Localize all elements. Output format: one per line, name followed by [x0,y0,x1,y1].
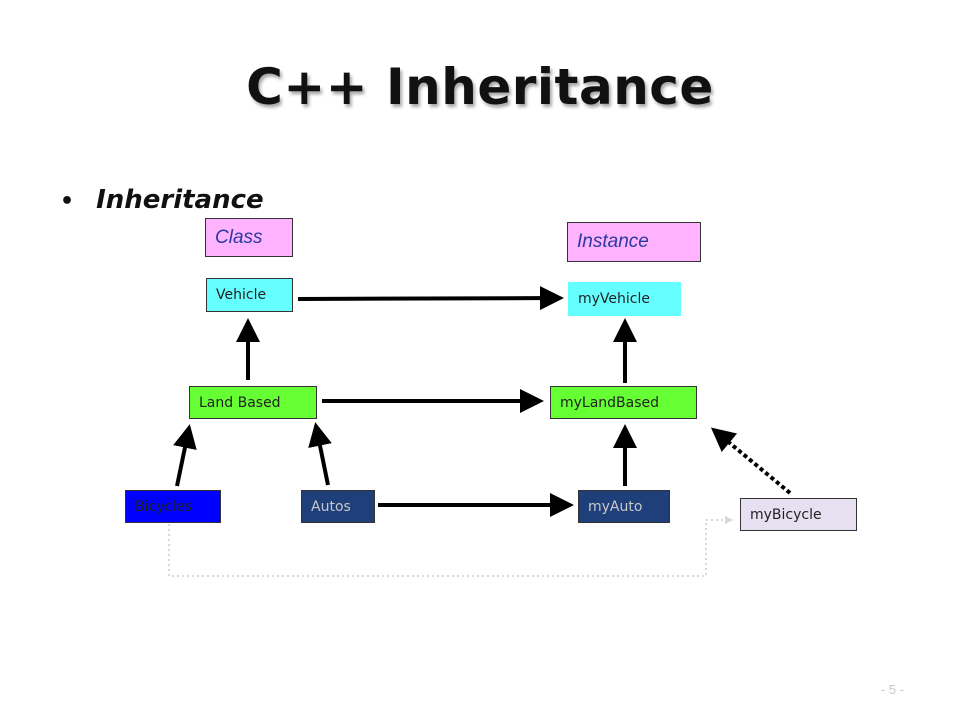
arrow-bicycles-to-landbased [173,424,197,487]
instance-header: Instance [567,222,701,262]
bullet-dot-icon: • [60,189,75,214]
class-box-vehicle: Vehicle [206,278,293,312]
class-header: Class [205,218,293,257]
arrow-mybicycle-to-mylandbased [710,427,792,495]
page-number: - 5 - [880,682,904,697]
instance-box-mylandbased: myLandBased [550,386,697,419]
arrow-bicycles-to-mybicycle [168,516,733,577]
instance-box-myvehicle-label: myVehicle [578,291,650,307]
instance-box-mylandbased-label: myLandBased [560,394,660,411]
instance-box-mybicycle: myBicycle [740,498,857,531]
bullet-item: • Inheritance [60,185,264,215]
instance-box-mybicycle-label: myBicycle [750,506,822,523]
class-box-bicycles: Bicycles [125,490,221,523]
slide-title: C++ Inheritance [246,58,714,116]
arrow-vehicle-to-myvehicle [297,286,564,311]
instance-box-myauto-label: myAuto [588,498,643,515]
class-box-autos: Autos [301,490,375,523]
bullet-text: Inheritance [96,185,264,215]
class-box-vehicle-label: Vehicle [216,287,267,303]
class-box-autos-label: Autos [311,498,351,515]
instance-box-myauto: myAuto [578,490,670,523]
instance-box-myvehicle: myVehicle [568,282,681,316]
class-header-label: Class [215,226,263,248]
instance-header-label: Instance [577,231,649,252]
arrow-autos-to-landbased [308,422,332,486]
class-box-land-based-label: Land Based [199,394,281,411]
class-box-land-based: Land Based [189,386,317,419]
class-box-bicycles-label: Bicycles [135,498,192,515]
